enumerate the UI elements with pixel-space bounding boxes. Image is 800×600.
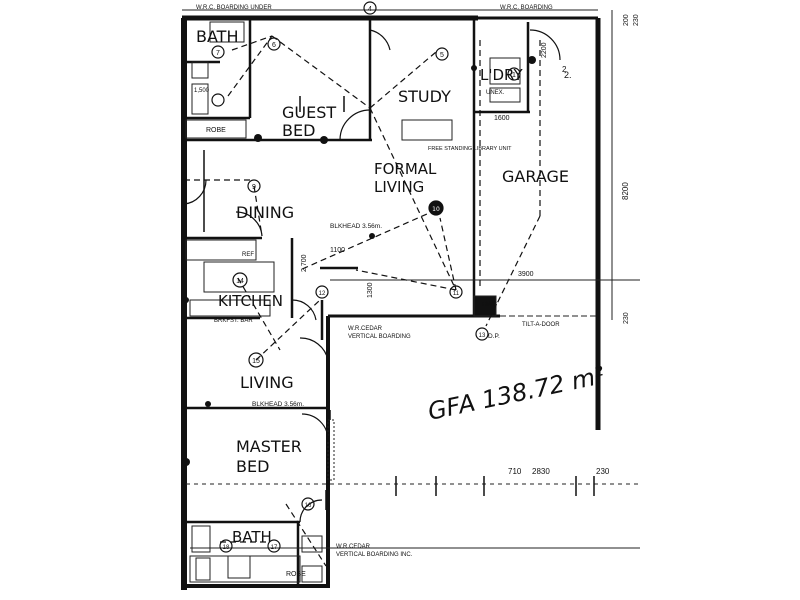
room-label-formal-living: LIVING [374, 178, 424, 196]
room-label-guest-bed: BED [282, 121, 315, 140]
note-unex: UNEX. [486, 90, 505, 96]
dim-230-top: 230 [633, 14, 640, 26]
note-bulkhead-living: BLKHEAD 3.56m. [330, 223, 382, 230]
note-wrc-vertical-bottom-1: W.R.CEDAR [336, 544, 371, 550]
numbered-markers: 7 6 4 5 1 2 9 10 [211, 1, 567, 553]
marker-10: 10 [428, 200, 444, 216]
marker-4: 4 [363, 1, 377, 15]
marker-15: 15 [248, 352, 264, 368]
marker-13: 13 [475, 327, 489, 341]
dim-3900: 3900 [518, 271, 534, 278]
marker-18: 18 [219, 539, 233, 553]
dimensions: 1600 2200 8200 200 230 230 3900 1100 2,7… [194, 14, 640, 476]
dim-1100: 1100 [330, 247, 345, 254]
room-label-dining: DINING [236, 203, 294, 222]
room-label-master: MASTER [236, 437, 302, 456]
note-wrc-boarding-under: W.R.C. BOARDING UNDER [196, 5, 272, 11]
dim-200: 200 [623, 14, 630, 26]
marker-11-label: 11 [453, 291, 460, 297]
marker-16: 16 [301, 497, 315, 511]
room-label-living: LIVING [240, 373, 294, 392]
room-labels: BATH GUEST BED STUDY L'DRY FORMAL LIVING… [196, 27, 569, 546]
fixture-lines [182, 9, 640, 583]
room-label-bath-top: BATH [196, 27, 238, 46]
dim-230-bottom: 230 [596, 467, 610, 476]
dim-2200: 2200 [541, 42, 548, 58]
exterior-walls [181, 15, 601, 590]
room-label-kitchen: KITCHEN [218, 292, 283, 310]
note-breakfast-bar: BRKFST. BAR [214, 318, 253, 324]
marker-16-label: 16 [305, 503, 312, 509]
room-label-study: STUDY [398, 87, 451, 106]
note-wrc-vertical-bottom-2: VERTICAL BOARDING INC. [336, 552, 413, 558]
label-dp: D.P. [488, 333, 500, 340]
label-hws: HWS [482, 301, 498, 308]
marker-8 [211, 93, 225, 107]
fixture-labels: HWS D.P. [482, 301, 500, 340]
note-ref: REF [242, 252, 254, 258]
marker-4-label: 4 [368, 6, 372, 13]
marker-12: 12 [315, 285, 329, 299]
circuit-lines [184, 35, 541, 567]
marker-18-label: 18 [223, 545, 230, 551]
marker-14: 14 [232, 272, 248, 288]
note-wrc-vertical-1: W.R.CEDAR [348, 326, 383, 332]
marker-1-label: 1 [512, 72, 516, 79]
marker-7-label: 7 [216, 50, 220, 57]
room-label-garage: GARAGE [502, 167, 569, 186]
note-robe-top: ROBE [206, 127, 226, 134]
marker-17-label: 17 [271, 545, 278, 551]
marker-6-label: 6 [272, 42, 276, 49]
marker-14-label: 14 [236, 278, 244, 285]
dim-230-right: 230 [623, 312, 630, 324]
room-label-master-bed: BED [236, 457, 269, 476]
note-wrc-boarding-top-right: W.R.C. BOARDING [500, 5, 553, 11]
marker-2-label: 2 [562, 65, 567, 74]
note-robe-bottom: ROBE [286, 571, 306, 578]
marker-5-label: 5 [440, 52, 444, 59]
note-bulkhead-master: BLKHEAD 3.56m. [252, 401, 304, 408]
marker-2: 2 [562, 65, 567, 74]
dim-1300: 1300 [367, 282, 374, 298]
marker-5: 5 [435, 47, 449, 61]
room-label-bath-bottom: BATH [232, 528, 272, 546]
room-label-guest: GUEST [282, 103, 336, 122]
marker-10-label: 10 [432, 206, 440, 213]
marker-9-label: 9 [252, 184, 256, 191]
door-swings [183, 29, 561, 523]
marker-17: 17 [267, 539, 281, 553]
marker-7: 7 [211, 45, 225, 59]
marker-1: 1 [507, 67, 521, 81]
wall-dots [182, 56, 536, 466]
dim-1500: 1,500 [194, 88, 210, 94]
dim-8200: 8200 [621, 182, 630, 200]
room-label-formal: FORMAL [374, 160, 437, 178]
note-free-standing-unit: FREE STANDING LIBRARY UNIT [428, 146, 512, 152]
dim-710: 710 [508, 467, 522, 476]
marker-15-label: 15 [252, 358, 260, 365]
note-gfa: GFA 138.72 m² [425, 361, 607, 426]
dim-2700: 2,700 [301, 254, 308, 272]
note-tilt-door: TILT-A-DOOR [522, 322, 560, 328]
note-wrc-vertical-2: VERTICAL BOARDING [348, 334, 411, 340]
marker-12-label: 12 [319, 291, 326, 297]
dim-2830: 2830 [532, 467, 550, 476]
marker-9: 9 [247, 179, 261, 193]
marker-11: 11 [449, 285, 463, 299]
wall-ticks [203, 96, 595, 510]
dim-2: 2. [564, 70, 572, 80]
marker-6: 6 [267, 37, 281, 51]
marker-13-label: 13 [479, 333, 486, 339]
dim-1600: 1600 [494, 115, 510, 122]
